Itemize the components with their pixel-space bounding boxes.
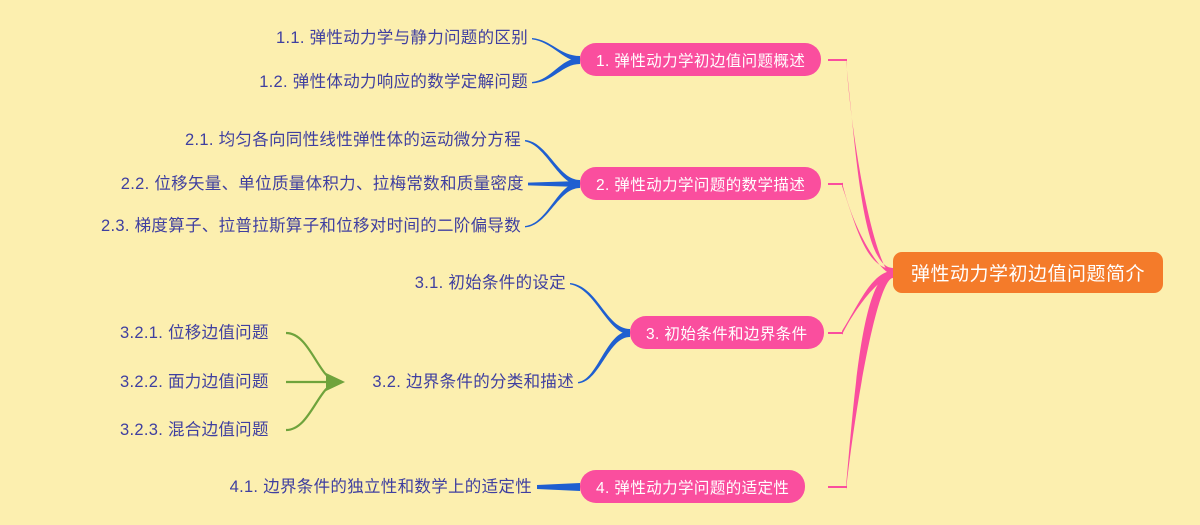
branch-3-edges	[570, 283, 630, 384]
branch-3-edge-to-child-1	[570, 283, 630, 335]
leaf-label-2-1[interactable]: 2.1. 均匀各向同性线性弹性体的运动微分方程	[184, 131, 521, 149]
sub-edge-from-3-2-3	[285, 380, 338, 432]
branch-node-4[interactable]: 4. 弹性动力学问题的适定性	[580, 470, 806, 503]
branch-2-edge-to-child-3	[525, 182, 580, 228]
root-node-label: 弹性动力学初边值问题简介	[911, 264, 1146, 285]
branch-1-edge-to-child-2	[532, 58, 580, 84]
sub-branch-edges	[285, 331, 338, 432]
branch-node-4-label: 4. 弹性动力学问题的适定性	[596, 479, 790, 497]
leaf-label-2-3[interactable]: 2.3. 梯度算子、拉普拉斯算子和位移对时间的二阶偏导数	[100, 217, 521, 235]
leaf-label-2-2[interactable]: 2.2. 位移矢量、单位质量体积力、拉梅常数和质量密度	[120, 175, 524, 193]
sub-branch-arrowhead-icon	[326, 373, 345, 391]
branch-node-3-label: 3. 初始条件和边界条件	[646, 325, 808, 343]
branch-node-2[interactable]: 2. 弹性动力学问题的数学描述	[580, 167, 822, 200]
leaf-label-1-1[interactable]: 1.1. 弹性动力学与静力问题的区别	[275, 29, 528, 47]
branch-1-edge-to-child-1	[532, 38, 580, 62]
root-edges	[842, 58, 893, 490]
branch-node-2-label: 2. 弹性动力学问题的数学描述	[596, 176, 806, 194]
branch-4-edges	[537, 483, 580, 491]
branch-4-edge-to-child-1	[537, 483, 580, 491]
branch-1-edges	[532, 38, 580, 84]
leaf-label-3-2[interactable]: 3.2. 边界条件的分类和描述	[372, 373, 574, 391]
branch-3-edge-to-child-2	[578, 331, 630, 384]
branch-node-3[interactable]: 3. 初始条件和边界条件	[630, 316, 824, 349]
root-edge-to-branch-2	[842, 182, 893, 275]
leaf-label-3-1[interactable]: 3.1. 初始条件的设定	[414, 274, 566, 292]
leaf-label-3-2-3[interactable]: 3.2.3. 混合边值问题	[120, 421, 269, 439]
branch-2-edge-to-child-2	[528, 181, 580, 187]
root-node[interactable]: 弹性动力学初边值问题简介	[893, 252, 1164, 293]
root-edge-to-branch-4	[846, 272, 893, 490]
branch-2-edges	[525, 140, 580, 228]
root-edge-stubs	[828, 59, 847, 488]
sub-edge-from-3-2-1	[285, 331, 338, 384]
branch-2-edge-to-child-1	[525, 140, 580, 186]
branch-node-1[interactable]: 1. 弹性动力学初边值问题概述	[580, 43, 822, 76]
leaf-label-4-1[interactable]: 4.1. 边界条件的独立性和数学上的适定性	[229, 478, 532, 496]
root-edge-to-branch-1	[846, 58, 893, 276]
leaf-label-3-2-2[interactable]: 3.2.2. 面力边值问题	[120, 373, 269, 391]
leaf-label-1-2[interactable]: 1.2. 弹性体动力响应的数学定解问题	[259, 73, 528, 91]
branch-node-1-label: 1. 弹性动力学初边值问题概述	[596, 52, 806, 70]
leaf-label-3-2-1[interactable]: 3.2.1. 位移边值问题	[120, 324, 269, 342]
root-edge-to-branch-3	[842, 271, 893, 335]
